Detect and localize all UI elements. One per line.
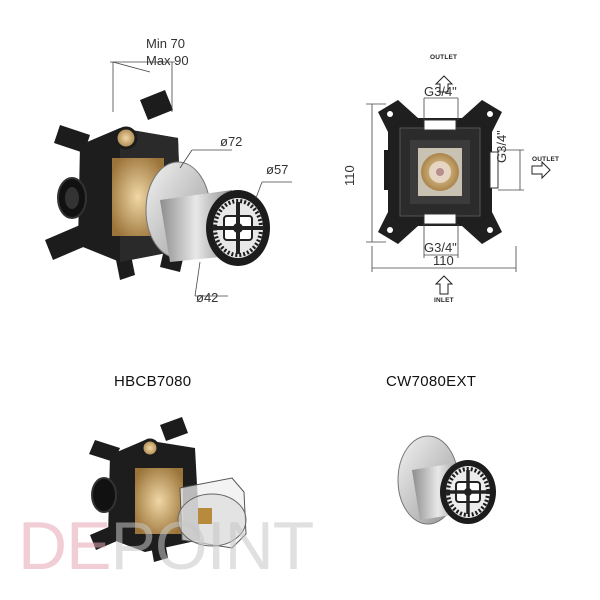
min-depth-label: Min 70 — [146, 36, 186, 51]
model-name-cw7080ext: CW7080EXT — [386, 373, 477, 390]
mounting-lug — [45, 225, 88, 260]
flange-diameter-label: ø72 — [220, 134, 243, 149]
outlet-right-label: OUTLET — [532, 156, 560, 163]
cw7080ext-image — [397, 435, 496, 525]
front-view-valve — [378, 100, 502, 244]
flow-arrows — [434, 75, 551, 295]
height-dimension-label: 110 — [342, 165, 357, 186]
watermark-part2: POINT — [110, 508, 314, 584]
side-view-valve — [45, 90, 270, 280]
inlet-port — [423, 213, 457, 225]
mounting-lug — [140, 90, 173, 120]
handle-diameter-label: ø57 — [266, 162, 289, 177]
outlet-top-arrow — [434, 75, 454, 93]
inlet-arrow — [434, 275, 454, 295]
watermark-logo: DEPOINT — [18, 512, 314, 580]
front-view-dimension-lines — [366, 97, 524, 272]
thread-bottom-label: G3/4" — [424, 240, 457, 255]
width-dimension-label: 110 — [433, 253, 454, 268]
model-name-hbcb7080: HBCB7080 — [114, 373, 192, 390]
sleeve-diameter-label: ø42 — [196, 290, 219, 305]
thread-top-label: G3/4" — [424, 84, 457, 99]
watermark-part1: DE — [18, 508, 111, 584]
outlet-top-label: OUTLET — [430, 54, 458, 61]
outlet-right-arrow — [531, 160, 551, 180]
side-view-dimension-lines — [110, 61, 292, 297]
max-depth-label: Max 90 — [146, 53, 189, 68]
thread-right-label: G3/4" — [494, 130, 509, 163]
outlet-right-port — [489, 151, 499, 189]
inlet-label: INLET — [434, 297, 454, 304]
outlet-top-port — [423, 119, 457, 131]
hbcb7080-image — [89, 417, 247, 562]
